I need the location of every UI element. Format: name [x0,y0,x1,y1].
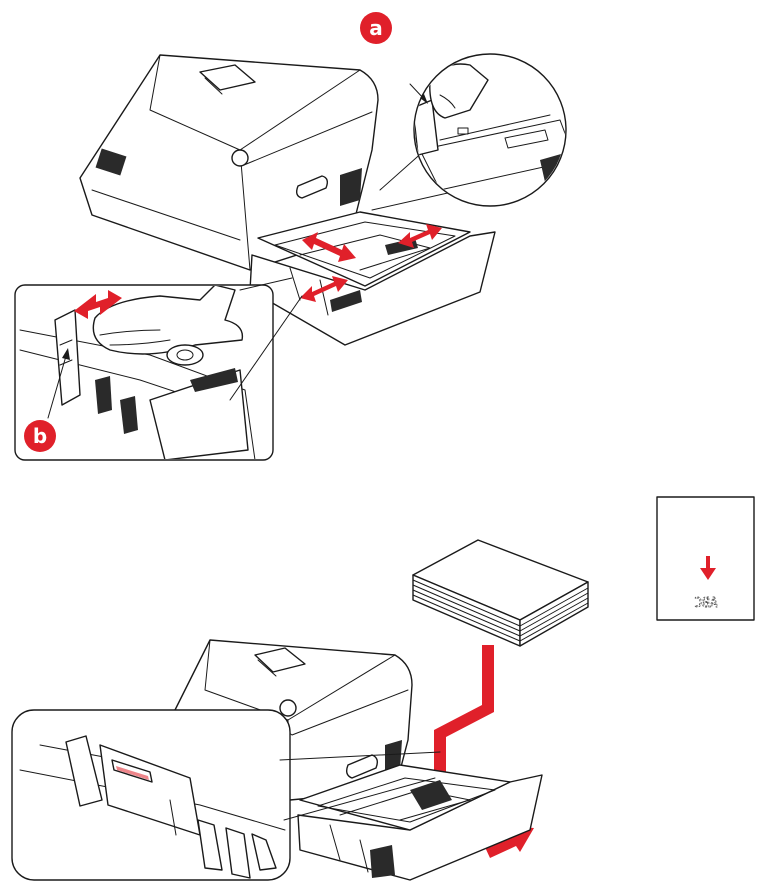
detail-box-b [14,277,303,461]
top-printer-illustration [79,54,496,346]
detail-box-tray-limit [11,709,441,881]
orientation-text: ABC [694,596,717,611]
svg-text:b: b [33,424,47,448]
detail-circle-a [409,53,567,207]
guide-arrows [300,224,442,302]
callout-a: a [360,12,392,44]
insert-path-arrow [434,645,494,780]
paper-stack [412,539,589,647]
svg-text:a: a [369,16,383,40]
knob [231,149,249,167]
paper-orientation-card: ABC [656,496,755,621]
vent-grid [95,148,127,176]
callout-b: b [24,420,56,452]
down-arrow-icon [700,556,716,580]
guide-arrow-b [74,290,122,319]
